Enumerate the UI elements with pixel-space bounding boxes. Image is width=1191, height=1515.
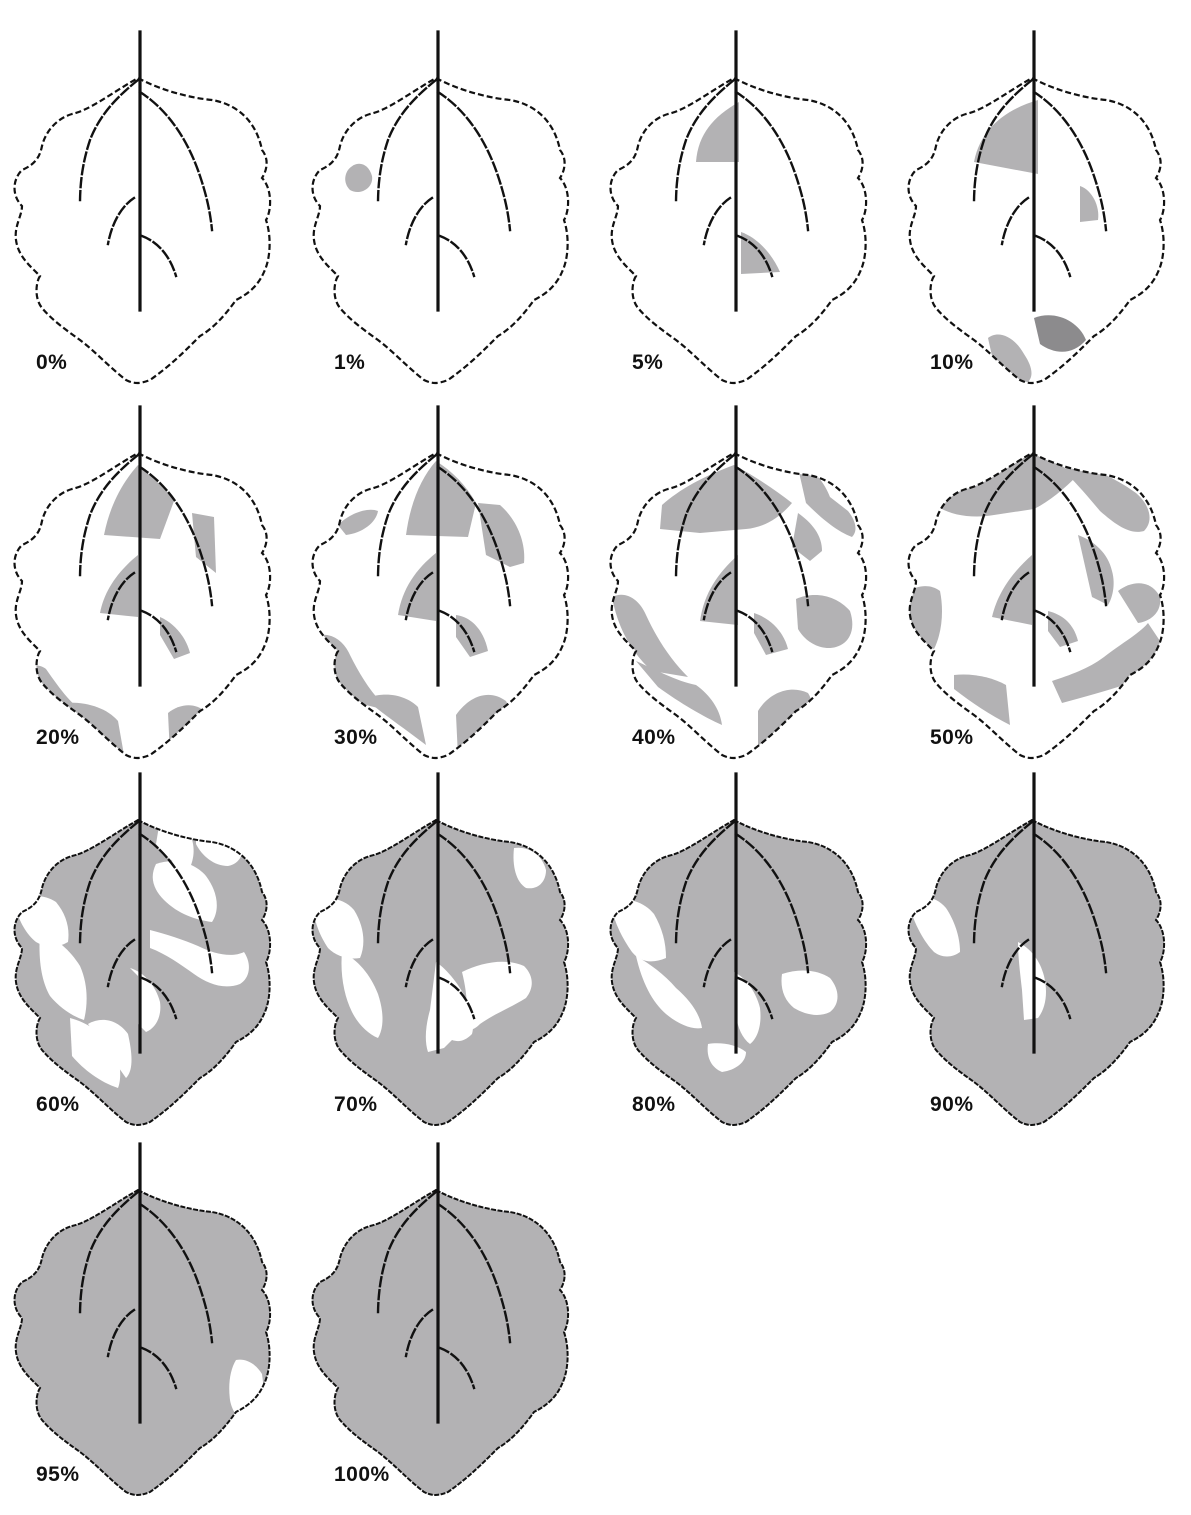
leaf-lesion-area [313, 1190, 569, 1495]
severity-label: 95% [36, 1463, 80, 1487]
severity-label: 10% [930, 351, 974, 375]
severity-label: 70% [334, 1093, 378, 1117]
leaf-item: 0% [0, 10, 300, 390]
leaf-drawing [596, 10, 896, 390]
leaf-drawing [894, 385, 1191, 765]
leaf-item: 90% [894, 752, 1191, 1132]
severity-label: 1% [334, 351, 365, 375]
severity-label: 90% [930, 1093, 974, 1117]
leaf-item: 70% [298, 752, 598, 1132]
leaf-drawing [298, 1122, 598, 1502]
leaf-drawing [0, 1122, 300, 1502]
leaf-item: 10% [894, 10, 1191, 390]
leaf-drawing [894, 10, 1191, 390]
leaf-item: 50% [894, 385, 1191, 765]
leaf-item: 30% [298, 385, 598, 765]
severity-label: 40% [632, 726, 676, 750]
leaf-drawing [596, 385, 896, 765]
leaf-blade [313, 78, 569, 383]
leaf-item: 100% [298, 1122, 598, 1502]
severity-label: 20% [36, 726, 80, 750]
leaf-item: 20% [0, 385, 300, 765]
leaf-drawing [298, 10, 598, 390]
leaf-item: 5% [596, 10, 896, 390]
leaf-item: 60% [0, 752, 300, 1132]
leaf-item: 80% [596, 752, 896, 1132]
leaf-blade [15, 78, 271, 383]
leaf-drawing [0, 10, 300, 390]
leaf-drawing [298, 752, 598, 1132]
severity-label: 80% [632, 1093, 676, 1117]
leaf-item: 1% [298, 10, 598, 390]
leaf-item: 40% [596, 385, 896, 765]
severity-label: 0% [36, 351, 67, 375]
leaf-drawing [0, 385, 300, 765]
leaf-item: 95% [0, 1122, 300, 1502]
severity-label: 100% [334, 1463, 390, 1487]
leaf-lesion-area [15, 1190, 271, 1495]
severity-label: 5% [632, 351, 663, 375]
leaf-drawing [894, 752, 1191, 1132]
leaf-drawing [0, 752, 300, 1132]
leaf-drawing [298, 385, 598, 765]
severity-label: 60% [36, 1093, 80, 1117]
severity-label: 30% [334, 726, 378, 750]
leaf-drawing [596, 752, 896, 1132]
severity-label: 50% [930, 726, 974, 750]
